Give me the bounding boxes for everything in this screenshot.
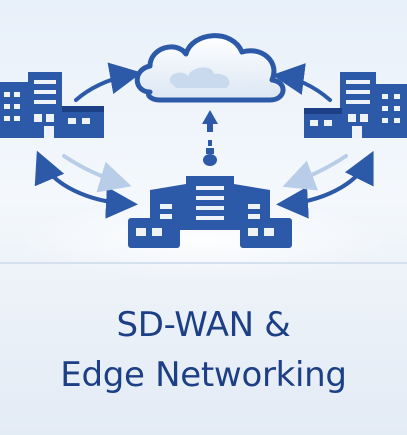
diagram-caption: SD-WAN & Edge Networking xyxy=(0,300,407,400)
right-branch-building-icon xyxy=(304,72,407,138)
connection-arrows xyxy=(34,62,374,219)
caption-line-2: Edge Networking xyxy=(60,355,347,395)
cloud-icon xyxy=(134,33,286,103)
left-branch-building-icon xyxy=(0,72,104,138)
edge-site-building-icon xyxy=(128,176,292,248)
network-diagram xyxy=(0,33,407,280)
caption-line-1: SD-WAN & xyxy=(116,305,291,345)
uplink-arrow xyxy=(202,110,218,166)
